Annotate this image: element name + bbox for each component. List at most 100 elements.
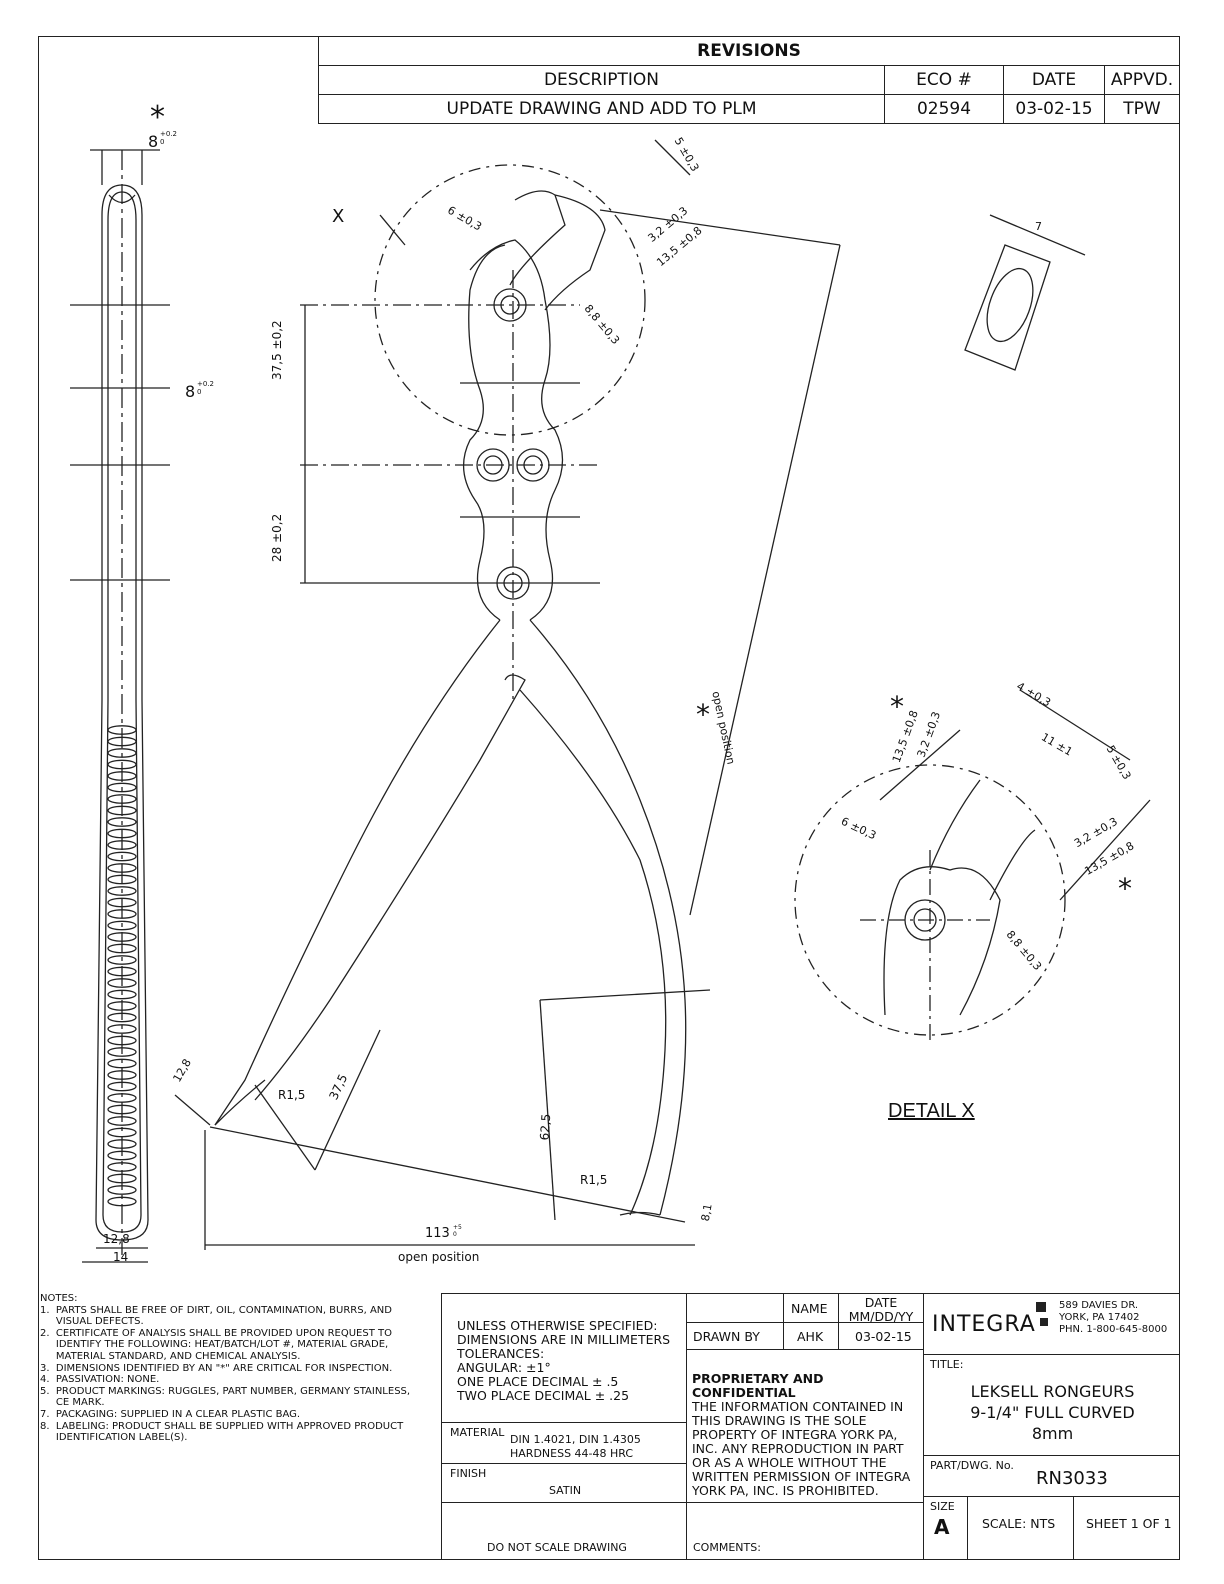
part-number-box: PART/DWG. No. RN3033: [923, 1455, 1180, 1497]
side-dim-mid: 8: [185, 382, 196, 401]
grip-rib: [107, 1173, 137, 1184]
grip-rib: [107, 1139, 137, 1149]
material-box: MATERIAL DIN 1.4021, DIN 1.4305 HARDNESS…: [441, 1422, 687, 1464]
material-value: DIN 1.4021, DIN 1.4305: [510, 1433, 641, 1446]
revisions-table: REVISIONS DESCRIPTION ECO # DATE APPVD. …: [318, 36, 1180, 124]
critical-star-detail-1: *: [890, 690, 904, 723]
rev-appvd: TPW: [1104, 94, 1180, 124]
note-line: IDENTIFICATION LABEL(S).: [40, 1432, 188, 1444]
notes-block: NOTES: 1. PARTS SHALL BE FREE OF DIRT, O…: [40, 1293, 440, 1444]
proprietary-box: PROPRIETARY AND CONFIDENTIAL THE INFORMA…: [686, 1349, 924, 1503]
note-line: 2. CERTIFICATE OF ANALYSIS SHALL BE PROV…: [40, 1327, 392, 1339]
revision-row: UPDATE DRAWING AND ADD TO PLM 02594 03-0…: [318, 94, 1180, 124]
grip-rib: [107, 989, 137, 1000]
name-header-text: NAME: [791, 1301, 828, 1316]
grip-rib: [107, 736, 137, 747]
grip-rib: [107, 874, 137, 885]
open-position-label-2: open position: [398, 1250, 480, 1264]
grip-rib: [107, 1081, 137, 1092]
drawn-by-value: AHK: [797, 1329, 824, 1344]
proprietary-line: OR AS A WHOLE WITHOUT THE: [692, 1455, 887, 1470]
drawn-date-cell: 03-02-15: [838, 1322, 924, 1350]
date-format-text: MM/DD/YY: [848, 1309, 914, 1324]
scale-value: SCALE: NTS: [982, 1516, 1056, 1531]
drawn-by-label: DRAWN BY: [693, 1329, 760, 1344]
part-number-value: RN3033: [1036, 1468, 1108, 1489]
note-line: 7. PACKAGING: SUPPLIED IN A CLEAR PLASTI…: [40, 1408, 301, 1420]
dim-r1-5-a: R1,5: [278, 1088, 306, 1102]
critical-star-main: *: [696, 698, 710, 731]
note-line: IDENTIFY THE FOLLOWING: HEAT/BATCH/LOT #…: [40, 1339, 389, 1351]
grip-rib: [107, 805, 137, 816]
grip-rib: [107, 897, 137, 908]
grip-rib: [107, 828, 137, 839]
title-line: 9-1/4" FULL CURVED: [970, 1403, 1135, 1422]
detail-x-title: DETAIL X: [888, 1100, 975, 1122]
do-not-scale-box: DO NOT SCALE DRAWING: [441, 1502, 687, 1560]
drawn-by-label-cell: DRAWN BY: [686, 1322, 784, 1350]
grip-rib: [107, 1104, 137, 1115]
grip-rib: [107, 1093, 137, 1103]
name-header: NAME: [783, 1293, 839, 1323]
grip-rib: [107, 978, 137, 988]
dim-37-5: 37,5 ±0,2: [270, 320, 284, 380]
sheet-box: SHEET 1 OF 1: [1073, 1496, 1180, 1560]
grip-rib: [107, 1001, 137, 1011]
tol-line: TWO PLACE DECIMAL ± .25: [457, 1388, 630, 1403]
proprietary-line: THIS DRAWING IS THE SOLE: [692, 1413, 867, 1428]
grip-rib: [107, 886, 137, 896]
grip-rib: [107, 1058, 137, 1069]
grip-rib: [107, 851, 137, 862]
finish-value: SATIN: [549, 1484, 582, 1497]
side-grip-ribs: [107, 725, 137, 1207]
address-line: YORK, PA 17402: [1059, 1312, 1140, 1323]
address-line: PHN. 1-800-645-8000: [1059, 1324, 1168, 1335]
grip-rib: [107, 1024, 137, 1034]
proprietary-line: PROPERTY OF INTEGRA YORK PA,: [692, 1427, 898, 1442]
part-number-label: PART/DWG. No.: [930, 1459, 1014, 1472]
grip-rib: [107, 863, 137, 873]
notes-heading: NOTES:: [40, 1293, 78, 1304]
grip-rib: [107, 1162, 137, 1172]
date-header-text: DATE: [864, 1295, 898, 1310]
note-line: CE MARK.: [40, 1397, 105, 1409]
side-dim-mid-tol: +0.2 0: [197, 380, 214, 396]
critical-star-detail-2: *: [1118, 872, 1132, 905]
proprietary-line: THE INFORMATION CONTAINED IN: [692, 1399, 904, 1414]
grip-rib: [107, 1196, 137, 1207]
grip-rib: [107, 1070, 137, 1080]
side-width-inner: 12,8: [103, 1232, 130, 1246]
note-line: 3. DIMENSIONS IDENTIFIED BY AN "*" ARE C…: [40, 1362, 393, 1374]
title-line: LEKSELL RONGEURS: [970, 1382, 1135, 1401]
note-line: 8. LABELING: PRODUCT SHALL BE SUPPLIED W…: [40, 1420, 404, 1432]
rev-description: UPDATE DRAWING AND ADD TO PLM: [318, 94, 885, 124]
detail-marker: X: [332, 206, 345, 227]
grip-rib: [107, 1035, 137, 1046]
grip-rib: [107, 817, 137, 827]
dim-28: 28 ±0,2: [270, 513, 284, 562]
grip-rib: [107, 966, 137, 977]
grip-rib: [107, 759, 137, 770]
tol-line: UNLESS OTHERWISE SPECIFIED:: [457, 1318, 658, 1333]
grip-rib: [107, 1047, 137, 1057]
dim-62-5: 62,5: [537, 1113, 554, 1141]
grip-rib: [107, 932, 137, 942]
side-dim-top-tol: +0.2 0: [160, 130, 177, 146]
note-line: VISUAL DEFECTS.: [40, 1316, 144, 1328]
tol-line: TOLERANCES:: [457, 1346, 545, 1361]
hardness-value: HARDNESS 44-48 HRC: [510, 1447, 634, 1460]
finish-label: FINISH: [450, 1467, 487, 1480]
grip-rib: [107, 943, 137, 954]
proprietary-title: PROPRIETARY AND CONFIDENTIAL: [692, 1371, 824, 1400]
dim-r1-5-b: R1,5: [580, 1173, 608, 1187]
note-line: 5. PRODUCT MARKINGS: RUGGLES, PART NUMBE…: [40, 1385, 411, 1397]
grip-rib: [107, 1012, 137, 1023]
note-line: MATERIAL STANDARD, AND CHEMICAL ANALYSIS…: [40, 1350, 301, 1362]
size-box: SIZE A: [923, 1496, 968, 1560]
scale-box: SCALE: NTS: [967, 1496, 1074, 1560]
rev-header-description: DESCRIPTION: [318, 65, 885, 95]
comments-label: COMMENTS:: [693, 1541, 761, 1554]
drawn-by-cell: AHK: [783, 1322, 839, 1350]
proprietary-line: WRITTEN PERMISSION OF INTEGRA: [692, 1469, 911, 1484]
address-line: 589 DAVIES DR.: [1059, 1300, 1139, 1311]
